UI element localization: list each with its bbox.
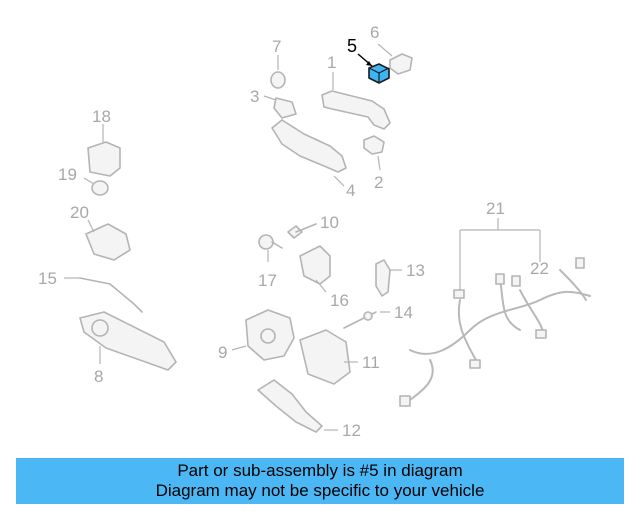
callout-3: 3 bbox=[250, 87, 259, 106]
callout-10: 10 bbox=[320, 213, 339, 232]
part-2-cap bbox=[363, 135, 385, 171]
callout-9: 9 bbox=[218, 343, 227, 362]
callout-8: 8 bbox=[94, 367, 103, 386]
callout-4: 4 bbox=[346, 181, 355, 200]
part-18-bracket bbox=[87, 124, 121, 177]
callout-15: 15 bbox=[38, 269, 57, 288]
callout-21: 21 bbox=[486, 199, 505, 218]
part-7-grommet bbox=[270, 55, 286, 89]
part-8-lock-assembly bbox=[79, 311, 177, 371]
callout-1: 1 bbox=[327, 53, 336, 72]
part-20-striker bbox=[85, 219, 131, 261]
banner-line-2: Diagram may not be specific to your vehi… bbox=[155, 481, 485, 500]
banner-line-1: Part or sub-assembly is #5 in diagram bbox=[177, 461, 463, 480]
part-3-gasket bbox=[263, 95, 297, 119]
callout-6: 6 bbox=[370, 23, 379, 42]
part-12-link bbox=[257, 379, 338, 433]
part-1-handle bbox=[321, 72, 391, 130]
callout-17: 17 bbox=[258, 271, 277, 290]
part-16-cover bbox=[299, 245, 331, 293]
part-21-wiring-harness bbox=[399, 218, 591, 407]
part-11-latch-cover bbox=[299, 329, 358, 385]
callout-16: 16 bbox=[330, 291, 349, 310]
part-4-bracket bbox=[271, 119, 347, 187]
info-banner: Part or sub-assembly is #5 in diagram Di… bbox=[16, 458, 624, 504]
part-14-rod bbox=[343, 311, 390, 329]
part-19-bolt bbox=[83, 177, 109, 196]
callout-7: 7 bbox=[272, 37, 281, 56]
part-10-bolt bbox=[287, 223, 317, 239]
callout-11: 11 bbox=[362, 353, 380, 372]
parts-diagram: 7 3 1 2 4 6 5 18 bbox=[38, 23, 591, 440]
callout-18: 18 bbox=[92, 107, 111, 126]
callout-19: 19 bbox=[58, 165, 77, 184]
part-13-seal bbox=[375, 259, 402, 297]
callout-20: 20 bbox=[70, 203, 89, 222]
callout-12: 12 bbox=[342, 421, 361, 440]
callout-14: 14 bbox=[394, 303, 413, 322]
part-15-rod bbox=[64, 277, 143, 313]
callout-5: 5 bbox=[347, 36, 357, 56]
part-9-latch bbox=[231, 309, 295, 361]
callout-13: 13 bbox=[406, 261, 425, 280]
callout-2: 2 bbox=[374, 173, 383, 192]
part-17-screw bbox=[258, 234, 283, 262]
part-6-bezel bbox=[377, 43, 413, 75]
callout-22: 22 bbox=[530, 259, 549, 278]
part-5-cover-highlight bbox=[357, 53, 390, 84]
